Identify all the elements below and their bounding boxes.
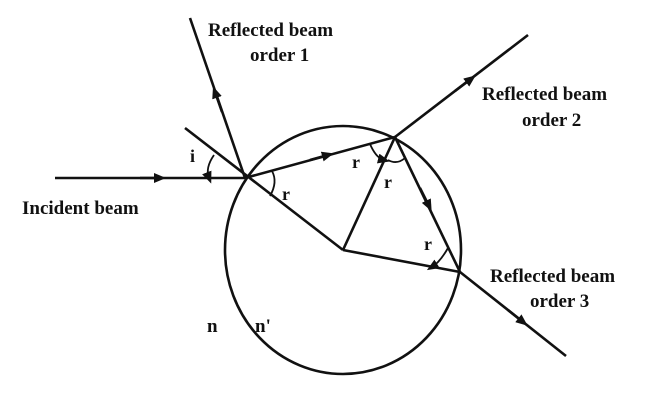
angle-r-arc-2 — [369, 143, 390, 164]
normal-line — [184, 126, 344, 252]
incident-label: Incident beam — [22, 198, 139, 219]
reflected-3-arrow — [507, 308, 528, 326]
reflected-3-label-line2: order 3 — [530, 291, 589, 312]
reflected-2-label-line2: order 2 — [522, 110, 581, 131]
angle-r-arc-3 — [387, 157, 406, 163]
medium-n-prime-label: n' — [255, 316, 271, 337]
droplet-circle — [223, 124, 463, 376]
reflected-1-label-line2: order 1 — [250, 45, 309, 66]
angle-r-label-2: r — [352, 152, 360, 172]
angle-r-label-4: r — [424, 234, 432, 254]
angle-r-label-1: r — [282, 184, 290, 204]
reflected-1-label-line1: Reflected beam — [208, 20, 333, 41]
angle-i-label: i — [190, 146, 195, 166]
angle-i-arc — [202, 154, 215, 184]
angle-r-arc-1 — [269, 170, 276, 197]
reflected-2-label-line1: Reflected beam — [482, 84, 607, 105]
radius-to-p2 — [341, 136, 397, 251]
reflected-2-arrow — [454, 75, 476, 93]
angle-r-arc-4 — [426, 247, 449, 271]
internal-arrow — [418, 187, 432, 212]
reflected-1-arrow — [212, 86, 224, 113]
radius-to-p3 — [342, 248, 461, 274]
refracted-arrow — [309, 151, 334, 162]
medium-n-label: n — [207, 316, 218, 337]
reflected-3-label-line1: Reflected beam — [490, 266, 615, 287]
angle-r-label-3: r — [384, 172, 392, 192]
